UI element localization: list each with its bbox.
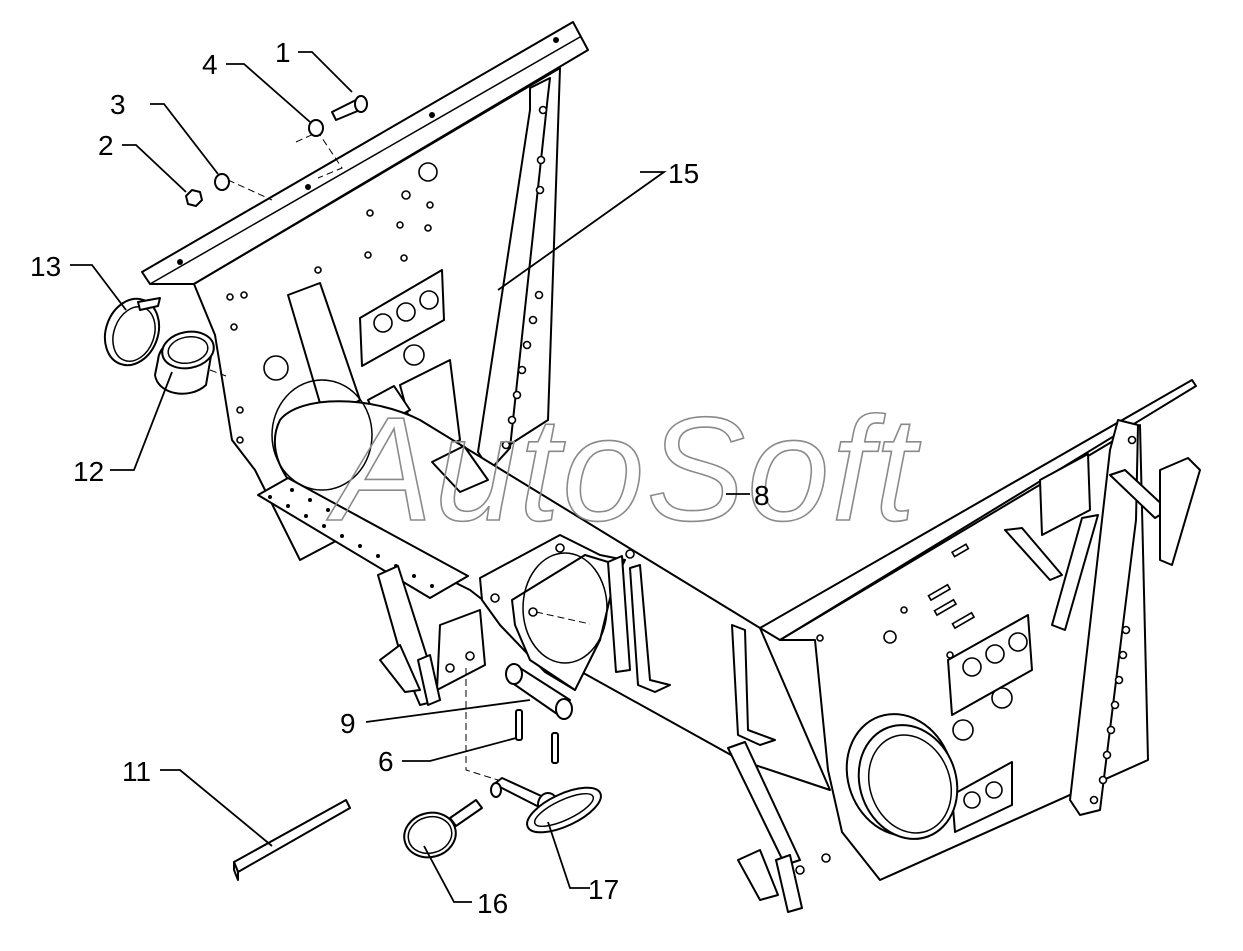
callout-9: 9: [340, 708, 356, 739]
callout-8: 8: [754, 480, 770, 511]
callout-leaders: [70, 51, 750, 903]
cross-beam: [271, 379, 831, 791]
ring-pin-part: [490, 777, 602, 834]
callout-2: 2: [98, 130, 114, 161]
watermark-text: AutoSoft: [326, 387, 922, 552]
callout-17: 17: [588, 874, 619, 905]
hose-clamp-part: [103, 297, 161, 367]
callout-12: 12: [73, 456, 104, 487]
right-end-plate: [727, 379, 1201, 913]
callout-11: 11: [122, 756, 151, 787]
nut-part: [185, 189, 203, 207]
callout-4: 4: [202, 49, 218, 80]
callout-16: 16: [477, 888, 508, 919]
callout-1: 1: [275, 37, 291, 68]
sleeve-part: [154, 330, 215, 395]
washer-part: [308, 119, 324, 137]
bolt-part: [331, 95, 368, 121]
callout-3: 3: [110, 89, 126, 120]
callout-13: 13: [30, 251, 61, 282]
lynch-pin-part: [403, 799, 483, 859]
lock-washer-part: [214, 173, 230, 191]
small-pins-part: [515, 709, 559, 764]
pin-part: [505, 663, 573, 720]
strip-part: [233, 799, 351, 881]
assembly-lines: [209, 131, 591, 781]
left-lower-brackets: [257, 445, 489, 706]
callout-15: 15: [668, 158, 699, 189]
callout-6: 6: [378, 746, 394, 777]
